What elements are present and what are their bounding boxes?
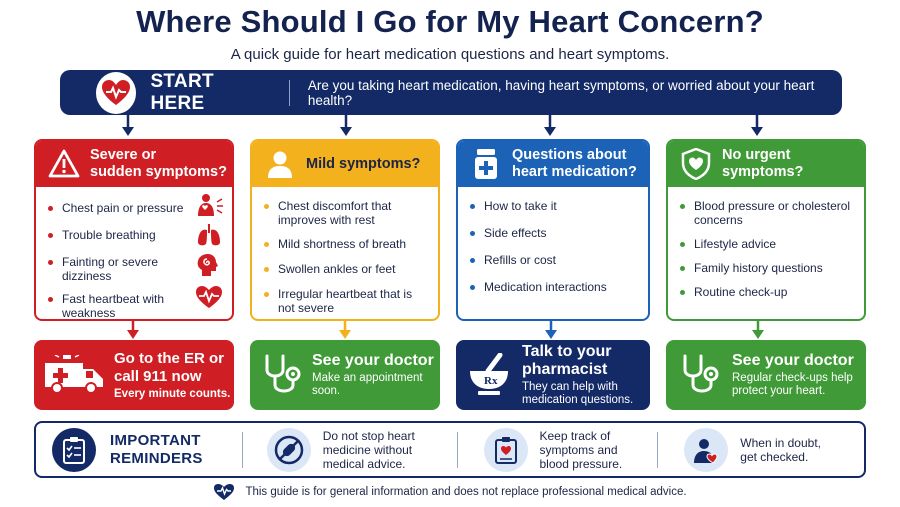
list-item: Refills or cost xyxy=(468,253,638,267)
person-heart-icon xyxy=(684,427,729,472)
action-subtitle: Regular check-ups help protect your hear… xyxy=(732,372,853,397)
disclaimer-footer: This guide is for general information an… xyxy=(0,483,900,501)
arrow-down-icon xyxy=(339,320,351,339)
action-title: Talk to your pharmacist xyxy=(522,343,612,378)
list-item: Fainting or severe dizziness xyxy=(46,255,186,283)
list-item: Trouble breathing xyxy=(46,228,222,242)
start-here-label: START HERE xyxy=(150,70,214,114)
no-pill-icon xyxy=(266,427,311,472)
list-item: Chest discomfort that improves with rest xyxy=(262,199,428,227)
list-item: Family history questions xyxy=(678,261,854,275)
arrow-down-icon xyxy=(544,115,556,136)
tracking-clipboard-icon xyxy=(483,427,528,472)
medicine-bottle-icon xyxy=(464,141,508,187)
clipboard-checklist-icon xyxy=(52,427,96,472)
card-header: Mild symptoms? xyxy=(252,141,438,187)
list-item: Routine check-up xyxy=(678,285,854,299)
divider xyxy=(288,79,290,106)
reminder-item: When in doubt, get checked. xyxy=(658,423,864,476)
list-item: Mild shortness of breath xyxy=(262,237,428,251)
symptom-list: Chest pain or pressure Trouble breathing… xyxy=(36,187,232,319)
reminder-item: Do not stop heart medicine without medic… xyxy=(243,423,457,476)
list-item: Fast heartbeat with weakness xyxy=(46,292,186,319)
stethoscope-icon xyxy=(250,340,312,410)
disclaimer-text: This guide is for general information an… xyxy=(245,486,687,498)
heartbeat-icon xyxy=(196,286,222,308)
action-title: Go to the ER or call 911 now xyxy=(114,349,224,385)
ambulance-icon xyxy=(34,340,114,410)
card-mild-symptoms: Mild symptoms? Chest discomfort that imp… xyxy=(250,139,440,321)
action-text: See your doctor Make an appointment soon… xyxy=(312,352,434,398)
dizzy-head-icon xyxy=(197,254,218,276)
start-question: Are you taking heart medication, having … xyxy=(307,77,815,108)
arrow-down-icon xyxy=(340,115,352,136)
divider xyxy=(657,431,659,468)
action-talk-to-pharmacist: Rx Talk to your pharmacist They can help… xyxy=(456,340,650,410)
warning-icon xyxy=(42,141,86,187)
page-title: Where Should I Go for My Heart Concern? xyxy=(136,4,764,39)
arrow-down-icon xyxy=(751,115,763,136)
divider xyxy=(456,431,458,468)
list-item: How to take it xyxy=(468,199,638,213)
reminder-text: When in doubt, get checked. xyxy=(740,435,821,464)
action-go-to-er: Go to the ER or call 911 now Every minut… xyxy=(34,340,234,410)
list-item: Chest pain or pressure xyxy=(46,201,222,215)
heart-shield-icon xyxy=(674,141,718,187)
list-item: Side effects xyxy=(468,226,638,240)
list-item: Lifestyle advice xyxy=(678,237,854,251)
action-text: See your doctor Regular check-ups help p… xyxy=(732,352,856,398)
list-item: Medication interactions xyxy=(468,280,638,294)
topic-list: Blood pressure or cholesterol concerns L… xyxy=(668,187,864,299)
list-item: Irregular heartbeat that is not severe xyxy=(262,287,428,315)
action-subtitle: Make an appointment soon. xyxy=(312,372,423,397)
divider xyxy=(241,431,243,468)
lungs-icon xyxy=(198,224,220,246)
arrow-down-icon xyxy=(127,320,139,339)
action-title: See your doctor xyxy=(312,352,434,369)
list-item: Blood pressure or cholesterol concerns xyxy=(678,199,854,227)
arrow-down-icon xyxy=(752,320,764,339)
action-title: See your doctor xyxy=(732,352,854,369)
action-see-doctor-checkup: See your doctor Regular check-ups help p… xyxy=(666,340,866,410)
arrow-down-icon xyxy=(545,320,557,339)
heart-pulse-icon xyxy=(214,484,235,500)
action-see-doctor: See your doctor Make an appointment soon… xyxy=(250,340,440,410)
action-subtitle: They can help with medication questions. xyxy=(522,381,634,406)
action-subtitle: Every minute counts. xyxy=(114,387,231,400)
arrow-down-icon xyxy=(122,115,134,136)
action-text: Talk to your pharmacist They can help wi… xyxy=(522,343,642,407)
reminder-text: Keep track of symptoms and blood pressur… xyxy=(539,428,623,471)
page-subtitle: A quick guide for heart medication quest… xyxy=(230,46,670,63)
reminder-item: Keep track of symptoms and blood pressur… xyxy=(458,423,658,476)
stethoscope-icon xyxy=(666,340,732,410)
symptom-list: Chest discomfort that improves with rest… xyxy=(252,187,438,315)
svg-text:Rx: Rx xyxy=(484,375,498,387)
reminder-text: Do not stop heart medicine without medic… xyxy=(322,428,415,471)
action-text: Go to the ER or call 911 now Every minut… xyxy=(114,350,230,401)
start-here-banner: START HERE Are you taking heart medicati… xyxy=(60,70,842,115)
card-title: Mild symptoms? xyxy=(306,155,421,172)
chest-pain-icon xyxy=(198,194,223,216)
person-icon xyxy=(258,141,302,187)
heart-pulse-icon xyxy=(96,71,137,114)
mortar-pestle-icon: Rx xyxy=(456,340,522,410)
topic-list: How to take it Side effects Refills or c… xyxy=(458,187,648,294)
list-item: Swollen ankles or feet xyxy=(262,262,428,276)
